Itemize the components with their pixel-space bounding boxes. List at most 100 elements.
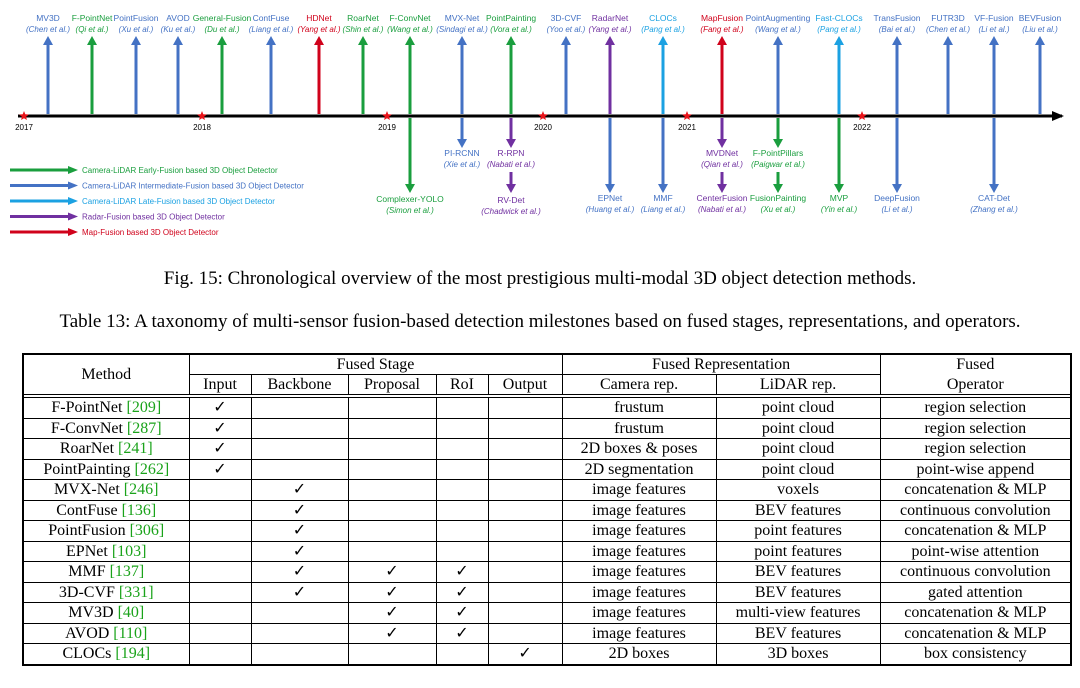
backbone-stage-cell [251, 623, 349, 644]
below-method-arrow [717, 172, 727, 193]
citation-link[interactable]: [209] [126, 399, 162, 416]
header-camera-rep: Camera rep. [562, 374, 717, 395]
year-star-marker [382, 111, 392, 120]
above-method-cite: (Qi et al.) [76, 25, 109, 34]
above-method-cite: (Li et al.) [978, 25, 1009, 34]
above-method-name: AVOD [166, 13, 189, 23]
header-fused-representation: Fused Representation [562, 353, 881, 375]
backbone-stage-cell [251, 438, 349, 460]
input-stage-cell: ✓ [189, 438, 252, 460]
lidar-rep-cell: BEV features [716, 500, 881, 521]
backbone-stage-cell [251, 397, 349, 419]
method-name: F-PointNet [51, 399, 123, 416]
below-method-name: MMF [653, 193, 672, 203]
method-cell: F-ConvNet [287] [22, 418, 190, 439]
above-method-cite: (Shin et al.) [343, 25, 384, 34]
method-name: PointFusion [48, 522, 126, 539]
below-method-cite: (Nabati et al.) [698, 205, 746, 214]
output-stage-cell [488, 602, 563, 624]
proposal-stage-cell: ✓ [348, 582, 437, 603]
citation-link[interactable]: [306] [129, 522, 165, 539]
below-method-cite: (Qian et al.) [701, 160, 743, 169]
year-label: 2019 [378, 123, 396, 132]
camera-rep-cell: frustum [562, 418, 717, 439]
roi-stage-cell: ✓ [436, 623, 489, 644]
camera-rep-cell: image features [562, 561, 717, 583]
output-stage-cell [488, 418, 563, 439]
above-method-arrow [43, 36, 53, 114]
input-stage-cell [189, 561, 252, 583]
method-name: EPNet [66, 542, 108, 560]
proposal-stage-cell [348, 643, 437, 666]
above-method-cite: (Pang et al.) [817, 25, 861, 34]
backbone-stage-cell [251, 418, 349, 439]
method-cell: ContFuse [136] [22, 500, 190, 521]
below-method-name: PI-RCNN [444, 148, 479, 158]
input-stage-cell: ✓ [189, 397, 252, 419]
fused-operator-cell: concatenation & MLP [880, 602, 1073, 624]
below-method-name: CenterFusion [696, 193, 747, 203]
year-star-marker [197, 111, 207, 120]
proposal-stage-cell [348, 479, 437, 501]
header-roi: RoI [436, 374, 489, 395]
citation-link[interactable]: [137] [109, 563, 145, 580]
citation-link[interactable]: [40] [117, 604, 145, 621]
input-stage-cell [189, 643, 252, 666]
input-stage-cell: ✓ [189, 418, 252, 439]
below-method-arrow [989, 118, 999, 193]
below-method-name: Complexer-YOLO [376, 194, 444, 204]
proposal-stage-cell [348, 397, 437, 419]
above-method-cite: (Liang et al.) [249, 25, 294, 34]
citation-link[interactable]: [331] [118, 583, 154, 601]
fused-operator-cell: point-wise attention [880, 541, 1073, 562]
citation-link[interactable]: [103] [111, 542, 147, 560]
output-stage-cell [488, 438, 563, 460]
above-method-cite: (Yoo et al.) [547, 25, 586, 34]
output-stage-cell [488, 561, 563, 583]
output-stage-cell [488, 479, 563, 501]
citation-link[interactable]: [246] [123, 481, 159, 498]
method-name: 3D-CVF [58, 583, 115, 601]
citation-link[interactable]: [262] [134, 460, 170, 478]
header-output: Output [488, 374, 563, 395]
citation-link[interactable]: [241] [118, 440, 153, 457]
lidar-rep-cell: 3D boxes [716, 643, 881, 666]
above-method-name: F-PointNet [72, 13, 113, 23]
backbone-stage-cell [251, 643, 349, 666]
legend-entry: Camera-LiDAR Early-Fusion based 3D Objec… [10, 166, 278, 175]
above-method-arrow [217, 36, 227, 114]
year-star-marker [538, 111, 548, 120]
roi-stage-cell: ✓ [436, 582, 489, 603]
citation-link[interactable]: [110] [113, 624, 148, 642]
citation-link[interactable]: [136] [121, 501, 157, 519]
below-method-arrow [506, 172, 516, 193]
below-method-name: DeepFusion [874, 193, 920, 203]
roi-stage-cell [436, 520, 489, 542]
fused-operator-cell: continuous convolution [880, 500, 1073, 521]
below-method-arrow [457, 118, 467, 148]
above-method-name: RoarNet [347, 13, 379, 23]
fused-operator-cell: region selection [880, 438, 1073, 460]
above-method-name: ContFuse [253, 13, 290, 23]
camera-rep-cell: image features [562, 520, 717, 542]
input-stage-cell [189, 479, 252, 501]
citation-link[interactable]: [194] [115, 645, 151, 662]
above-method-cite: (Liu et al.) [1022, 25, 1058, 34]
roi-stage-cell: ✓ [436, 602, 489, 624]
backbone-stage-cell: ✓ [251, 479, 349, 501]
citation-link[interactable]: [287] [126, 419, 162, 437]
header-input: Input [189, 374, 252, 395]
figure-caption: Fig. 15: Chronological overview of the m… [163, 268, 917, 289]
above-method-arrow [561, 36, 571, 114]
above-method-cite: (Chen et al.) [26, 25, 70, 34]
method-cell: MVX-Net [246] [22, 479, 190, 501]
method-cell: 3D-CVF [331] [22, 582, 190, 603]
fused-operator-cell: box consistency [880, 643, 1073, 666]
method-name: CLOCs [62, 645, 112, 662]
roi-stage-cell [436, 500, 489, 521]
below-method-name: F-PointPillars [753, 148, 804, 158]
above-method-cite: (Chen et al.) [926, 25, 970, 34]
method-cell: MMF [137] [22, 561, 190, 583]
